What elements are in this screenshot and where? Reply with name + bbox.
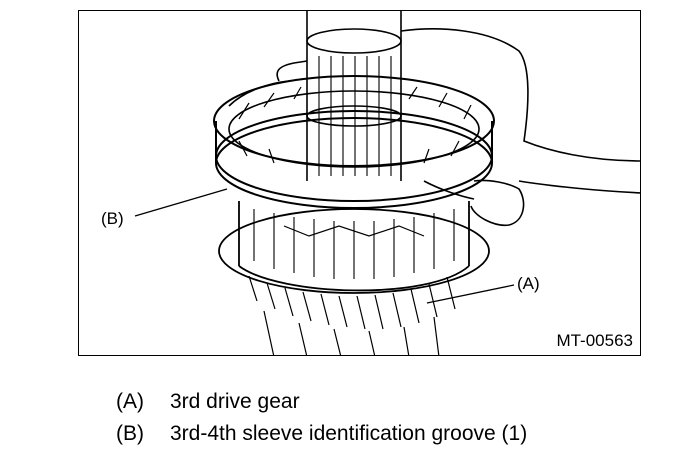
legend-text: 3rd-4th sleeve identification groove (1) bbox=[170, 422, 528, 445]
gear-assembly-illustration bbox=[134, 11, 640, 355]
callout-b-label: (B) bbox=[101, 209, 124, 228]
callout-b-leader bbox=[134, 188, 228, 217]
legend-row-a: (A) 3rd drive gear bbox=[116, 386, 527, 418]
figure-frame: (B) (A) MT-00563 bbox=[78, 10, 641, 356]
sleeve-ring bbox=[213, 75, 495, 209]
legend-key: (B) bbox=[116, 422, 144, 445]
legend: (A) 3rd drive gear (B) 3rd-4th sleeve id… bbox=[116, 386, 527, 450]
legend-row-b: (B) 3rd-4th sleeve identification groove… bbox=[116, 418, 527, 450]
main-shaft bbox=[306, 11, 402, 181]
synchro-hub bbox=[218, 201, 490, 294]
legend-key: (A) bbox=[116, 390, 144, 413]
callout-a-label: (A) bbox=[517, 274, 540, 293]
figure-id-label: MT-00563 bbox=[555, 331, 634, 351]
legend-text: 3rd drive gear bbox=[170, 390, 300, 413]
third-drive-gear bbox=[238, 265, 470, 355]
callout-a-leader bbox=[426, 284, 515, 304]
